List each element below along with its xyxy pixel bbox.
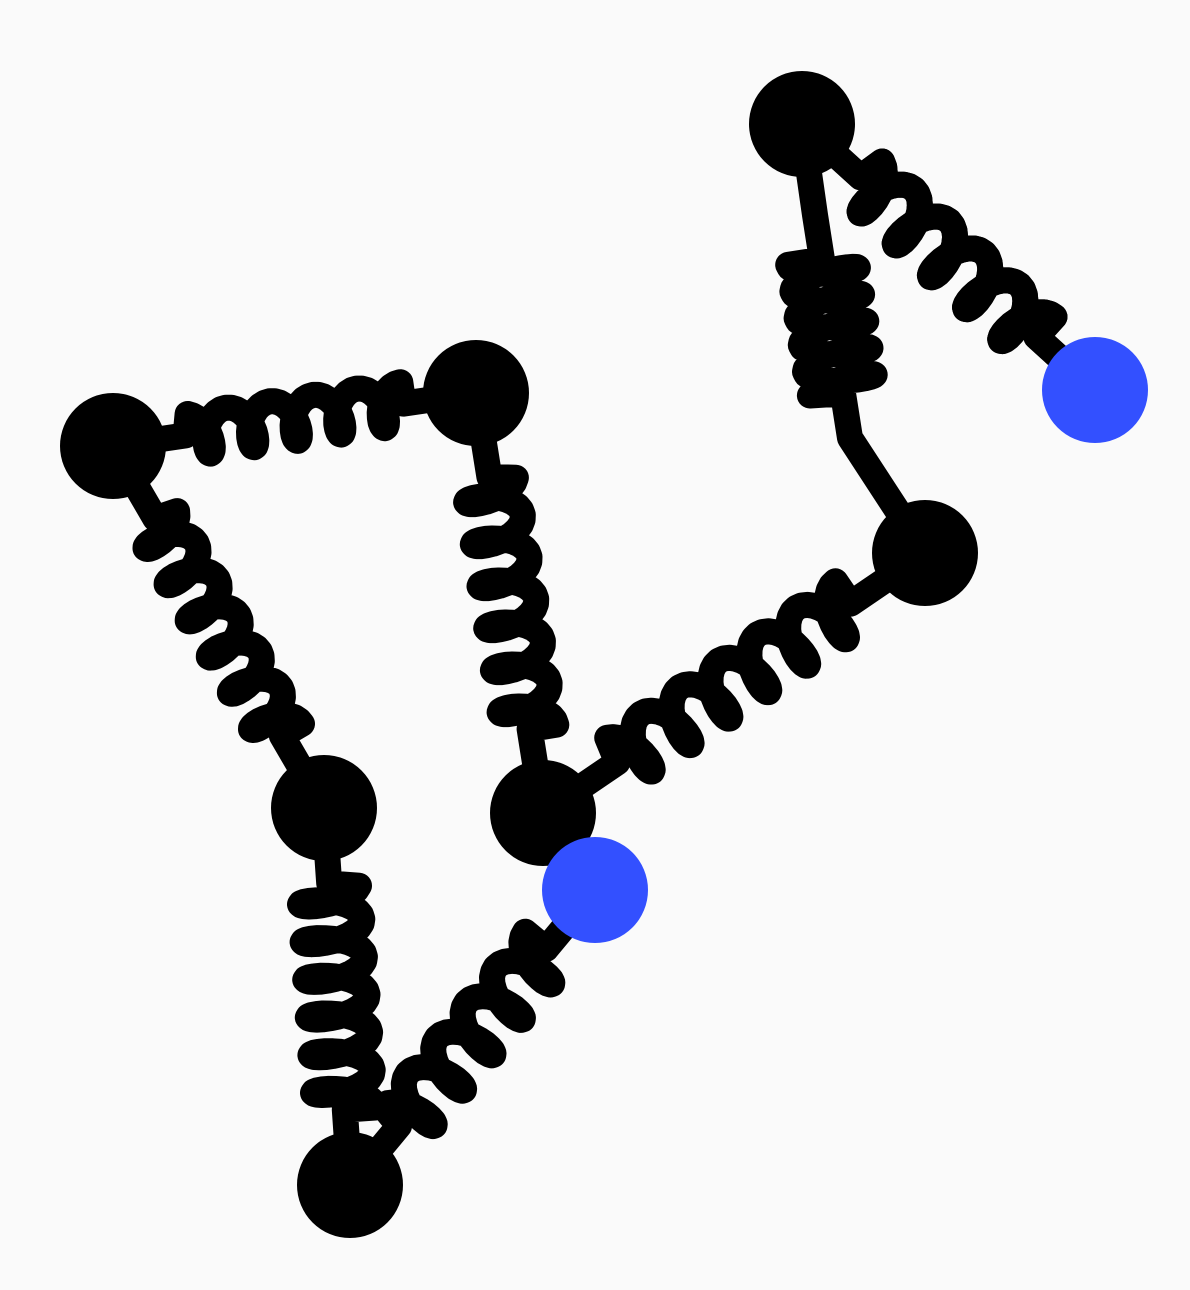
spring-n3-n5 (287, 795, 389, 1198)
spring-n2-n4 (453, 380, 570, 826)
highlighted-node-b2 (542, 837, 648, 943)
spring-n1-n3 (100, 433, 337, 821)
mass-node-n3 (271, 755, 377, 861)
spring-n6-n7 (775, 111, 938, 566)
spring-n5-b2 (337, 877, 608, 1198)
mass-node-n1 (60, 393, 166, 499)
spring-n7-b1 (789, 111, 1108, 403)
spring-n4-n6 (530, 540, 938, 826)
spring-n1-n2 (100, 369, 489, 467)
mass-node-n2 (423, 340, 529, 446)
mass-node-n7 (749, 71, 855, 177)
highlighted-node-b1 (1042, 337, 1148, 443)
nodes-layer (60, 71, 1148, 1238)
springs-layer (100, 111, 1108, 1198)
mass-node-n6 (872, 500, 978, 606)
mass-node-n4 (490, 760, 596, 866)
mass-node-n5 (297, 1132, 403, 1238)
